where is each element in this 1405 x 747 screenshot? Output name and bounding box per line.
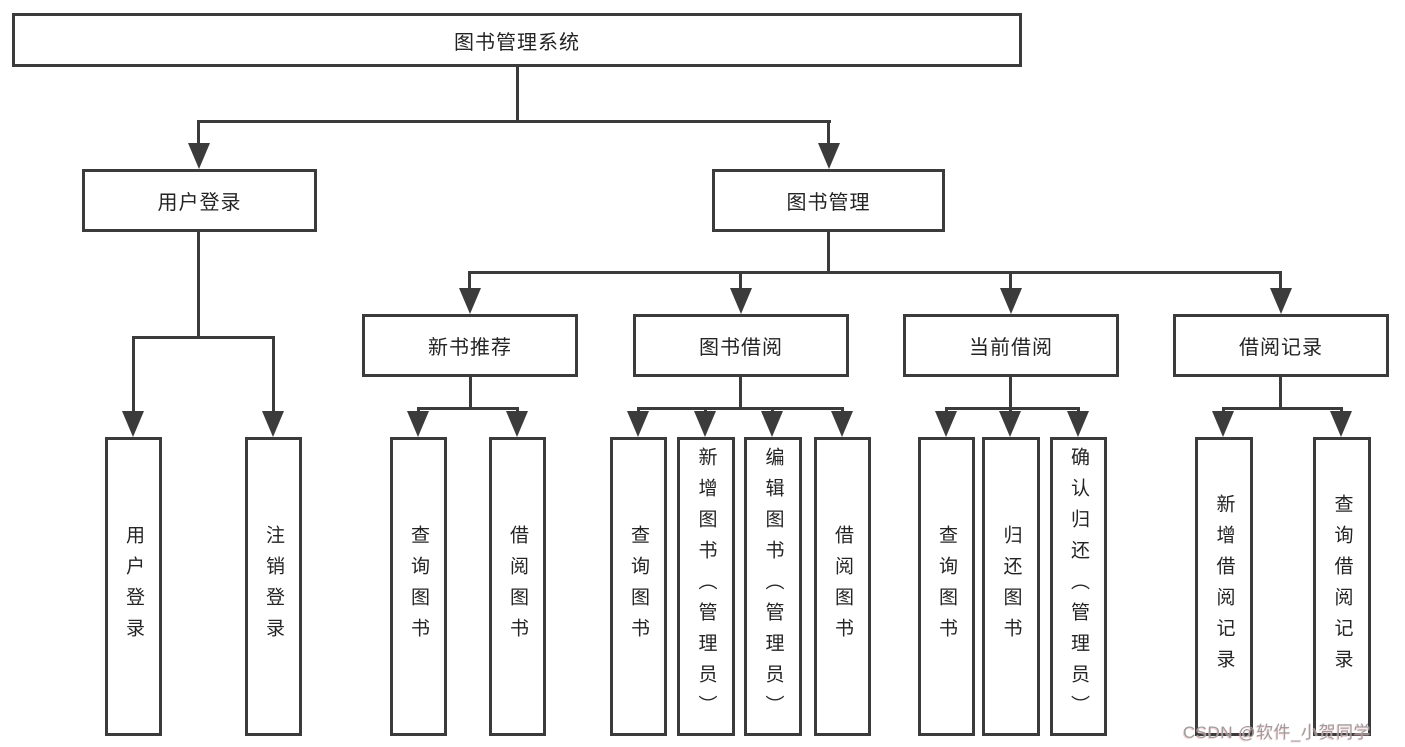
connector-line <box>197 231 200 339</box>
connector-line <box>739 271 742 291</box>
arrow-down-icon <box>506 411 528 437</box>
connector-line <box>132 336 275 339</box>
arrow-down-icon <box>407 411 429 437</box>
leaf-borrow-books: 借阅图书 <box>814 437 871 736</box>
connector-line <box>827 120 830 146</box>
arrow-down-icon <box>818 143 840 169</box>
arrow-down-icon <box>935 411 957 437</box>
connector-line <box>516 67 519 123</box>
leaf-borrow-books: 借阅图书 <box>489 437 546 736</box>
arrow-down-icon <box>262 411 284 437</box>
connector-line <box>272 336 275 415</box>
connector-line <box>417 407 519 410</box>
arrow-down-icon <box>122 411 144 437</box>
node-current-borrow: 当前借阅 <box>903 314 1119 377</box>
arrow-down-icon <box>1067 411 1089 437</box>
arrow-down-icon <box>188 143 210 169</box>
connector-line <box>827 231 830 274</box>
connector-line <box>1279 271 1282 291</box>
leaf-query-books: 查询图书 <box>918 437 975 736</box>
connector-line <box>739 376 742 410</box>
leaf-query-books: 查询图书 <box>610 437 667 736</box>
arrow-down-icon <box>1000 288 1022 314</box>
node-user-login: 用户登录 <box>82 169 317 232</box>
leaf-return-books: 归还图书 <box>982 437 1040 736</box>
arrow-down-icon <box>761 411 783 437</box>
leaf-add-books-admin: 新增图书（管理员） <box>677 437 735 736</box>
leaf-user-login: 用户登录 <box>105 437 162 736</box>
connector-line <box>468 271 1282 274</box>
connector-line <box>469 376 472 410</box>
node-book-borrow: 图书借阅 <box>633 314 849 377</box>
arrow-down-icon <box>999 411 1021 437</box>
arrow-down-icon <box>831 411 853 437</box>
arrow-down-icon <box>694 411 716 437</box>
connector-line <box>1009 271 1012 291</box>
connector-line <box>945 407 1080 410</box>
arrow-down-icon <box>627 411 649 437</box>
leaf-edit-books-admin: 编辑图书（管理员） <box>744 437 802 736</box>
watermark: CSDN @软件_小贺同学 <box>1183 723 1372 742</box>
connector-line <box>637 407 844 410</box>
node-borrow-record: 借阅记录 <box>1173 314 1389 377</box>
leaf-logout-login: 注销登录 <box>245 437 302 736</box>
connector-line <box>132 336 135 415</box>
arrow-down-icon <box>459 288 481 314</box>
arrow-down-icon <box>1270 288 1292 314</box>
leaf-query-borrow-record: 查询借阅记录 <box>1313 437 1371 736</box>
node-book-management: 图书管理 <box>712 169 945 232</box>
connector-line <box>468 271 471 291</box>
leaf-query-books: 查询图书 <box>390 437 447 736</box>
connector-line <box>1279 376 1282 410</box>
arrow-down-icon <box>1330 411 1352 437</box>
leaf-confirm-return-admin: 确认归还（管理员） <box>1050 437 1107 736</box>
connector-line <box>1222 407 1343 410</box>
arrow-down-icon <box>730 288 752 314</box>
node-library-system: 图书管理系统 <box>12 13 1022 67</box>
node-new-book-recommend: 新书推荐 <box>362 314 578 377</box>
connector-line <box>197 120 831 123</box>
connector-line <box>197 120 200 146</box>
leaf-add-borrow-record: 新增借阅记录 <box>1195 437 1253 736</box>
arrow-down-icon <box>1212 411 1234 437</box>
connector-line <box>1009 376 1012 410</box>
